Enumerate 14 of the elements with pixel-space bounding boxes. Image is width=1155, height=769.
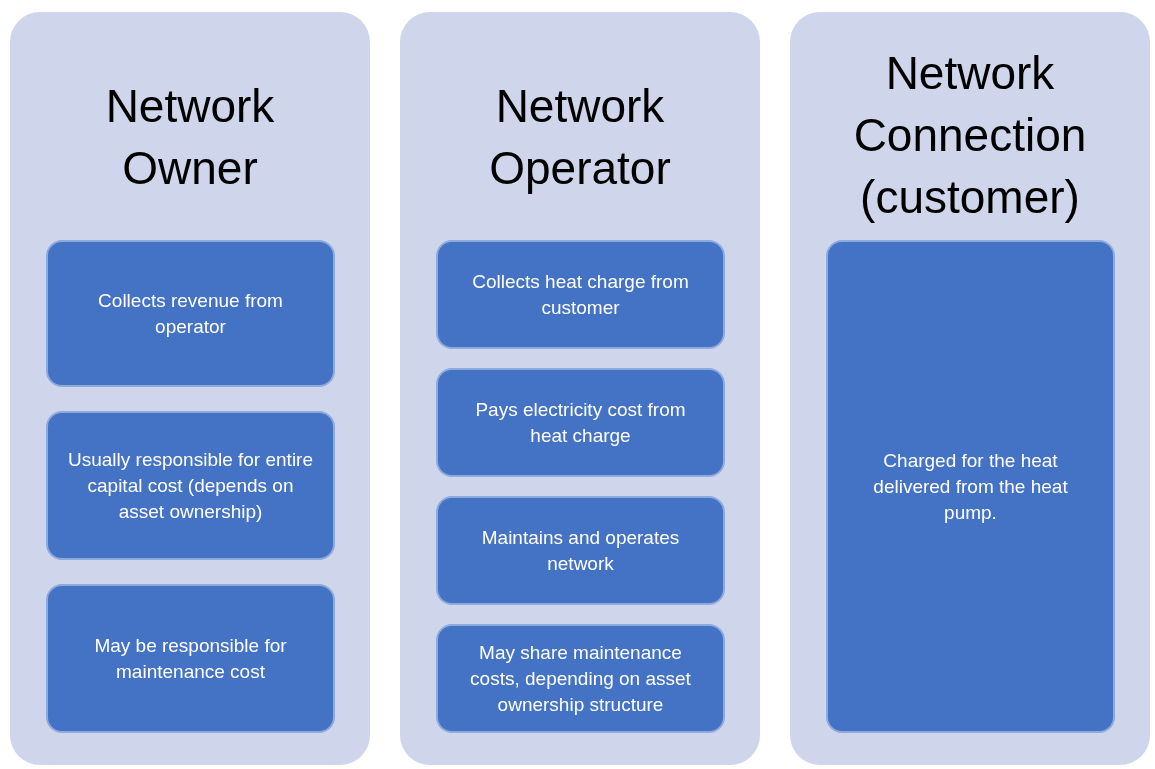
column-panel	[400, 12, 760, 765]
role-box: Maintains and operates network	[436, 496, 725, 605]
role-box: Pays electricity cost from heat charge	[436, 368, 725, 477]
role-box: May be responsible for maintenance cost	[46, 584, 335, 733]
column-panel	[790, 12, 1150, 765]
role-box: Usually responsible for entire capital cost (depends on asset ownership)	[46, 411, 335, 560]
role-box: Collects heat charge from customer	[436, 240, 725, 349]
column-title: Network Owner	[104, 79, 276, 196]
column-title: Network Connection (customer)	[852, 46, 1088, 225]
role-box: Charged for the heat delivered from the heat pump.	[826, 240, 1115, 733]
role-box: May share maintenance costs, depending on asset ownership structure	[436, 624, 725, 733]
role-box: Collects revenue from operator	[46, 240, 335, 387]
column-title: Network Operator	[488, 79, 672, 196]
column-panel	[10, 12, 370, 765]
